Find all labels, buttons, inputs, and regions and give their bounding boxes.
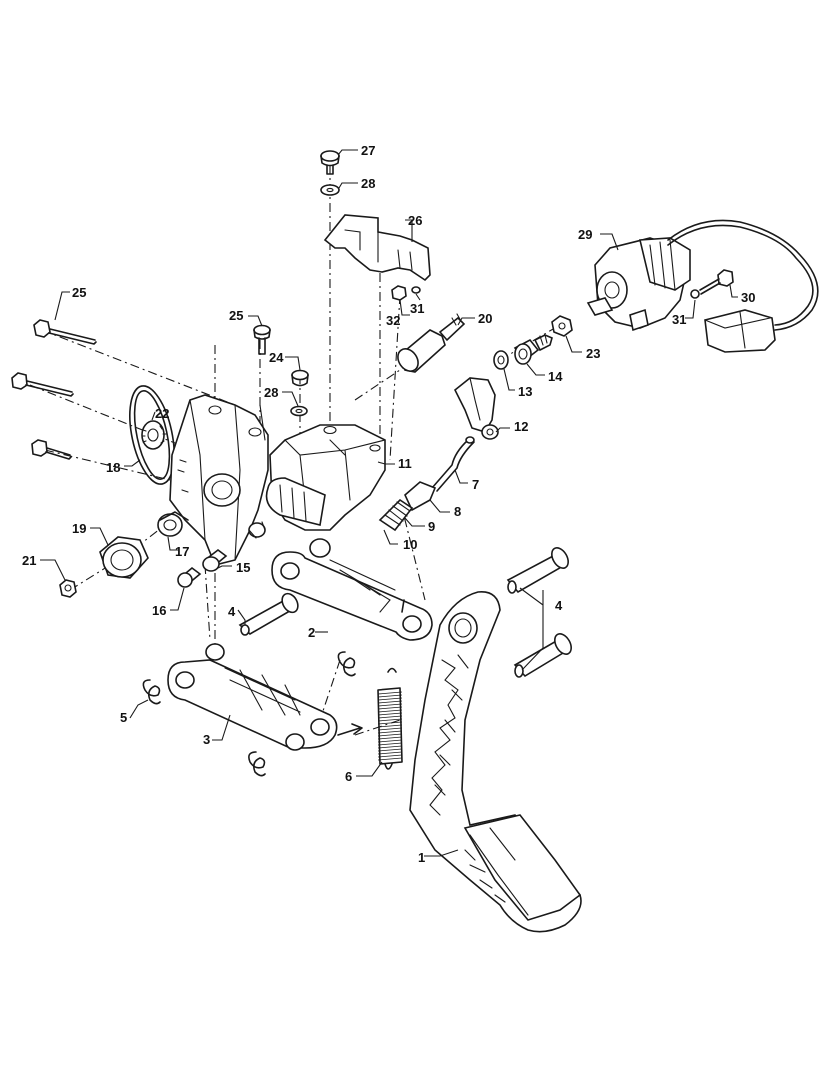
callout-3: 3 [203,732,210,747]
callout-11: 11 [398,456,412,471]
callout-17: 17 [175,544,189,559]
nut-32 [391,285,407,301]
callout-25-screw: 25 [229,308,243,323]
callout-1: 1 [418,850,425,865]
belt-18 [129,385,175,485]
spring-6 [377,667,403,770]
callout-10: 10 [403,537,417,552]
washer-28-top [320,184,340,196]
bushing-14 [513,338,540,365]
motion-arrows [259,404,405,736]
callout-5: 5 [120,710,127,725]
callout-4-right: 4 [555,598,563,613]
sensor-20 [397,313,466,373]
bushing-16 [177,566,202,588]
bushing-17 [157,511,189,537]
callout-7: 7 [472,477,479,492]
callout-12: 12 [514,419,528,434]
callout-20: 20 [478,311,492,326]
callout-21: 21 [22,553,36,568]
clip-5-left [142,679,161,705]
lever-12 [453,377,499,440]
clip-5-center [337,651,356,677]
callout-14: 14 [548,369,563,384]
screw-25-small [253,324,271,355]
callout-16: 16 [152,603,166,618]
callout-31-right: 31 [672,312,686,327]
callout-31-mid: 31 [410,301,424,316]
housing-main [169,394,269,566]
pin-4-right-bottom [513,633,572,678]
callout-19: 19 [72,521,86,536]
callout-28-mid: 28 [264,385,278,400]
plug-24 [291,369,309,387]
callout-30: 30 [741,290,755,305]
nut-23 [551,315,573,337]
callout-25-bolt: 25 [72,285,86,300]
callout-8: 8 [454,504,461,519]
washer-28-mid [290,405,308,417]
callout-24: 24 [269,350,284,365]
sensor-29 [586,219,819,332]
bracket-26 [323,214,431,282]
callout-26: 26 [408,213,422,228]
pedal-arm-1 [409,591,582,933]
callout-29: 29 [578,227,592,242]
callout-18: 18 [106,460,120,475]
callout-32: 32 [386,313,400,328]
callout-27: 27 [361,143,375,158]
callout-9: 9 [428,519,435,534]
screw-27 [320,150,340,175]
bolt-left-middle [11,372,74,397]
pin-4-right-top [506,547,569,594]
callout-2: 2 [308,625,315,640]
callout-labels: 1 2 3 4 4 5 6 7 8 9 10 11 12 13 14 15 16… [22,143,755,865]
callout-23: 23 [586,346,600,361]
washer-31-mid [411,286,421,294]
pulley-22 [141,420,167,450]
link-arm-3 [167,643,338,751]
nut-21 [59,579,77,598]
callout-6: 6 [345,769,352,784]
pin-threaded [533,334,553,352]
washer-31-right [690,289,700,299]
bolt-left-bottom [31,439,72,460]
actuator-11 [265,424,386,531]
callout-22: 22 [155,406,169,421]
callout-4-left: 4 [228,604,236,619]
callout-13: 13 [518,384,532,399]
pin-4-left [238,592,299,636]
bolt-25-top [33,319,97,345]
callout-28-top: 28 [361,176,375,191]
callout-15: 15 [236,560,250,575]
bushing-small-right [248,521,266,539]
leader-lines [40,149,738,857]
bushing-19 [99,536,149,579]
washer-13 [493,350,509,370]
rod-7 [431,436,475,492]
bushing-15 [202,548,228,572]
connector-plug [704,309,776,353]
screw-30 [699,269,734,295]
clip-5-bottom [248,751,266,777]
link-arm-2 [271,538,433,641]
spring-9 [378,498,414,532]
